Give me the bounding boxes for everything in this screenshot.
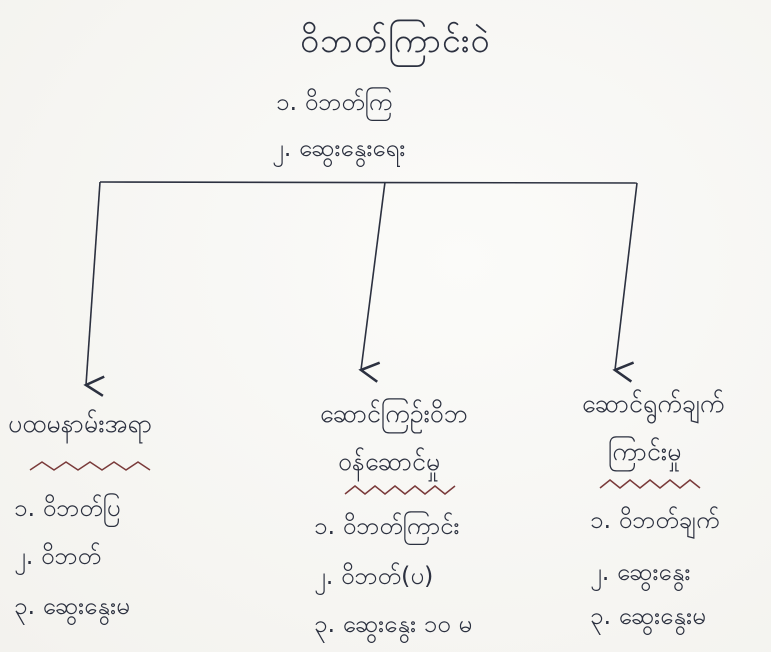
root-item-1: ၁. ဝိဘတ်ကြ	[276, 88, 393, 116]
heading-underline-middle	[344, 485, 456, 495]
branch-3-item-1: ၁. ဝိဘတ်ချက်	[590, 506, 720, 534]
branch-2-subheading: ဝန်ဆောင်မှု	[338, 447, 441, 476]
branch-2-heading: ဆောင်ကြဉ်းဝိဘ	[320, 399, 468, 428]
arrow-left	[83, 181, 105, 397]
root-item-2: ၂. ဆွေးနွေးရေး	[272, 134, 406, 162]
root-title: ဝိဘတ်ကြာင်းဝဲ	[300, 21, 491, 61]
arrow-middle	[358, 181, 386, 383]
branch-2-item-1: ၁. ဝိဘတ်ကြာင်း	[314, 512, 460, 540]
branch-1-item-1: ၁. ဝိဘတ်ပြ	[14, 494, 121, 522]
branch-1-heading: ပထမနာမ်းအရာ	[8, 409, 153, 438]
branch-2-item-2: ၂. ဝိဘတ်(ပ)	[314, 562, 434, 590]
branch-2-item-3: ၃. ဆွေးနွေး ၁၀ မ	[314, 610, 473, 638]
branch-1-item-3: ၃. ဆွေးနွေးမ	[14, 592, 130, 620]
heading-underline-left	[29, 461, 151, 471]
branch-3-subheading: ကြာင်းမှု	[608, 437, 682, 466]
heading-underline-right	[599, 479, 701, 489]
branch-3-item-3: ၃. ဆွေးနွေးမ	[590, 602, 706, 630]
branch-1-item-2: ၂. ဝိဘတ်	[14, 542, 101, 570]
horizontal-connector	[99, 181, 638, 184]
arrow-right	[612, 182, 638, 383]
branch-3-heading: ဆောင်ရွက်ချက်	[582, 389, 725, 418]
branch-3-item-2: ၂. ဆွေးနွေး	[590, 558, 691, 586]
